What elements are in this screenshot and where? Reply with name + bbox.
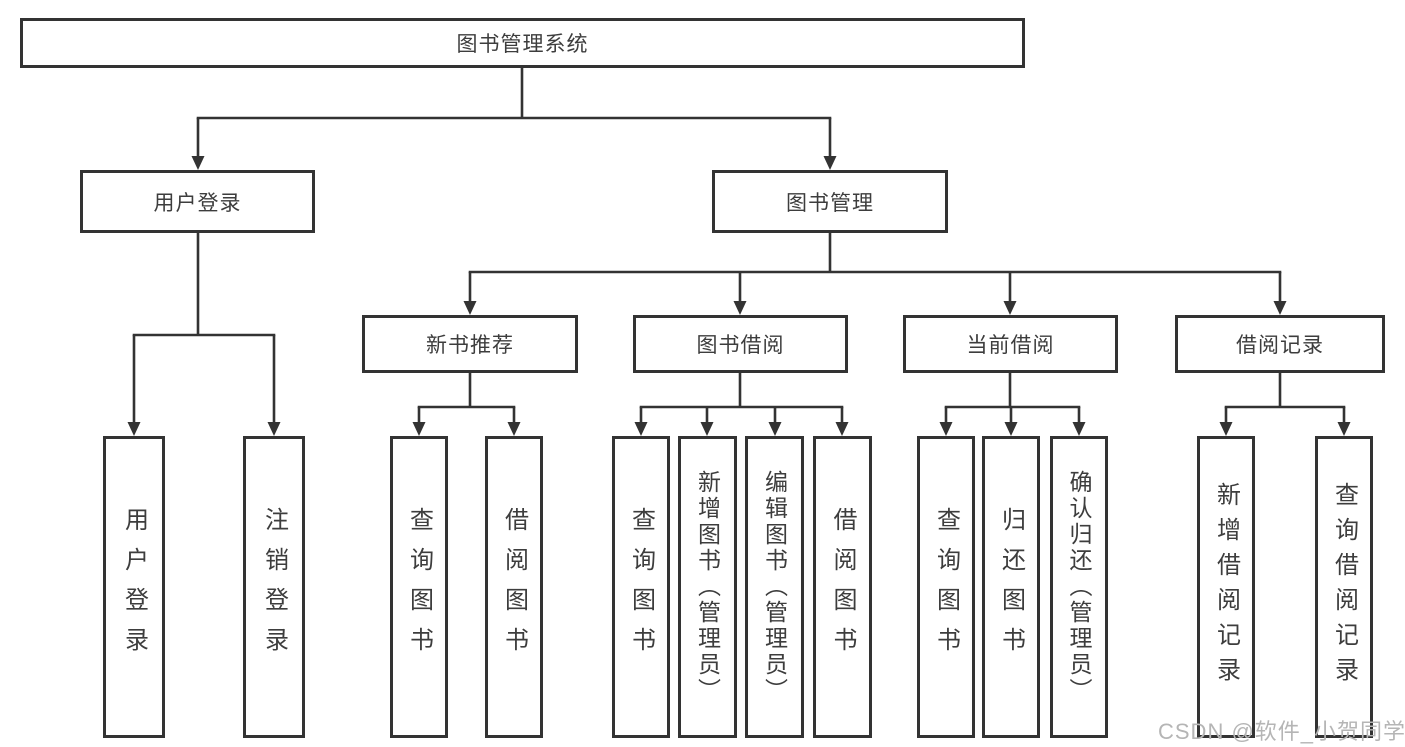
arrowhead-icon — [1072, 422, 1086, 436]
arrowhead-icon — [1337, 422, 1351, 436]
arrowhead-icon — [1003, 301, 1017, 315]
leaf-confirm-return-admin: 确认归还（管理员） — [1050, 436, 1108, 738]
leaf-add-borrow-record: 新增借阅记录 — [1197, 436, 1255, 738]
arrowhead-icon — [835, 422, 849, 436]
node-new-book-recommendation: 新书推荐 — [362, 315, 578, 373]
node-book-management: 图书管理 — [712, 170, 948, 233]
arrowhead-icon — [733, 301, 747, 315]
leaf-query-books-2: 查询图书 — [612, 436, 670, 738]
arrowhead-icon — [507, 422, 521, 436]
node-book-borrowing: 图书借阅 — [633, 315, 848, 373]
arrowhead-icon — [463, 301, 477, 315]
leaf-borrow-books-1: 借阅图书 — [485, 436, 543, 738]
arrowhead-icon — [127, 422, 141, 436]
leaf-query-books-3: 查询图书 — [917, 436, 975, 738]
leaf-query-borrow-record: 查询借阅记录 — [1315, 436, 1373, 738]
arrowhead-icon — [267, 422, 281, 436]
arrowhead-icon — [1004, 422, 1018, 436]
arrowhead-icon — [768, 422, 782, 436]
arrowhead-icon — [1273, 301, 1287, 315]
leaf-add-books-admin: 新增图书（管理员） — [678, 436, 737, 738]
leaf-return-books: 归还图书 — [982, 436, 1040, 738]
node-library-management-system: 图书管理系统 — [20, 18, 1025, 68]
leaf-edit-books-admin: 编辑图书（管理员） — [745, 436, 804, 738]
arrowhead-icon — [191, 156, 205, 170]
leaf-user-login: 用户登录 — [103, 436, 165, 738]
arrowhead-icon — [700, 422, 714, 436]
node-current-borrowing: 当前借阅 — [903, 315, 1118, 373]
arrowhead-icon — [939, 422, 953, 436]
leaf-query-books-1: 查询图书 — [390, 436, 448, 738]
arrowhead-icon — [1219, 422, 1233, 436]
arrowhead-icon — [634, 422, 648, 436]
leaf-borrow-books-2: 借阅图书 — [813, 436, 872, 738]
arrowhead-icon — [823, 156, 837, 170]
node-borrowing-records: 借阅记录 — [1175, 315, 1385, 373]
leaf-logout: 注销登录 — [243, 436, 305, 738]
arrowhead-icon — [412, 422, 426, 436]
node-user-login: 用户登录 — [80, 170, 315, 233]
csdn-watermark: CSDN @软件_小贺同学 — [1158, 719, 1405, 744]
